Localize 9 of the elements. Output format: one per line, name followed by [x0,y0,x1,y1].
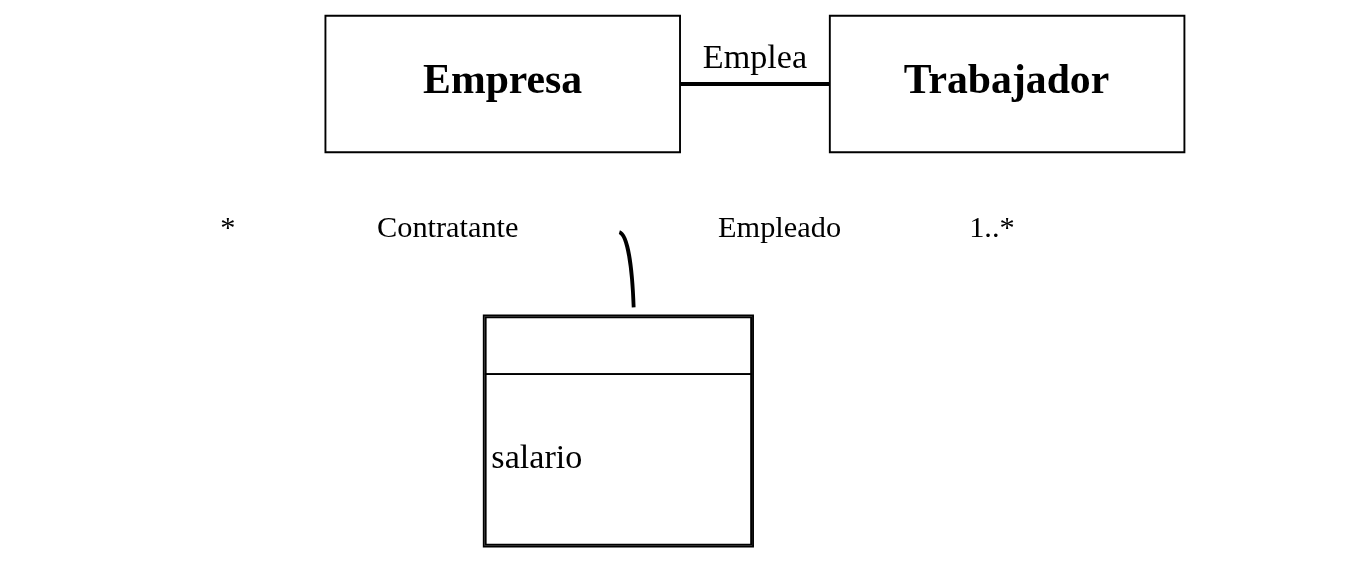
connector [680,82,830,86]
node-box: Trabajador [828,14,1186,154]
label: Contratante [377,210,519,245]
label: Empleado [718,210,842,245]
label: 1..* [969,210,1015,245]
connector [618,230,636,308]
node-box: Empresa [324,14,681,154]
edge-label: Emplea [702,37,808,75]
label: * [220,210,236,245]
